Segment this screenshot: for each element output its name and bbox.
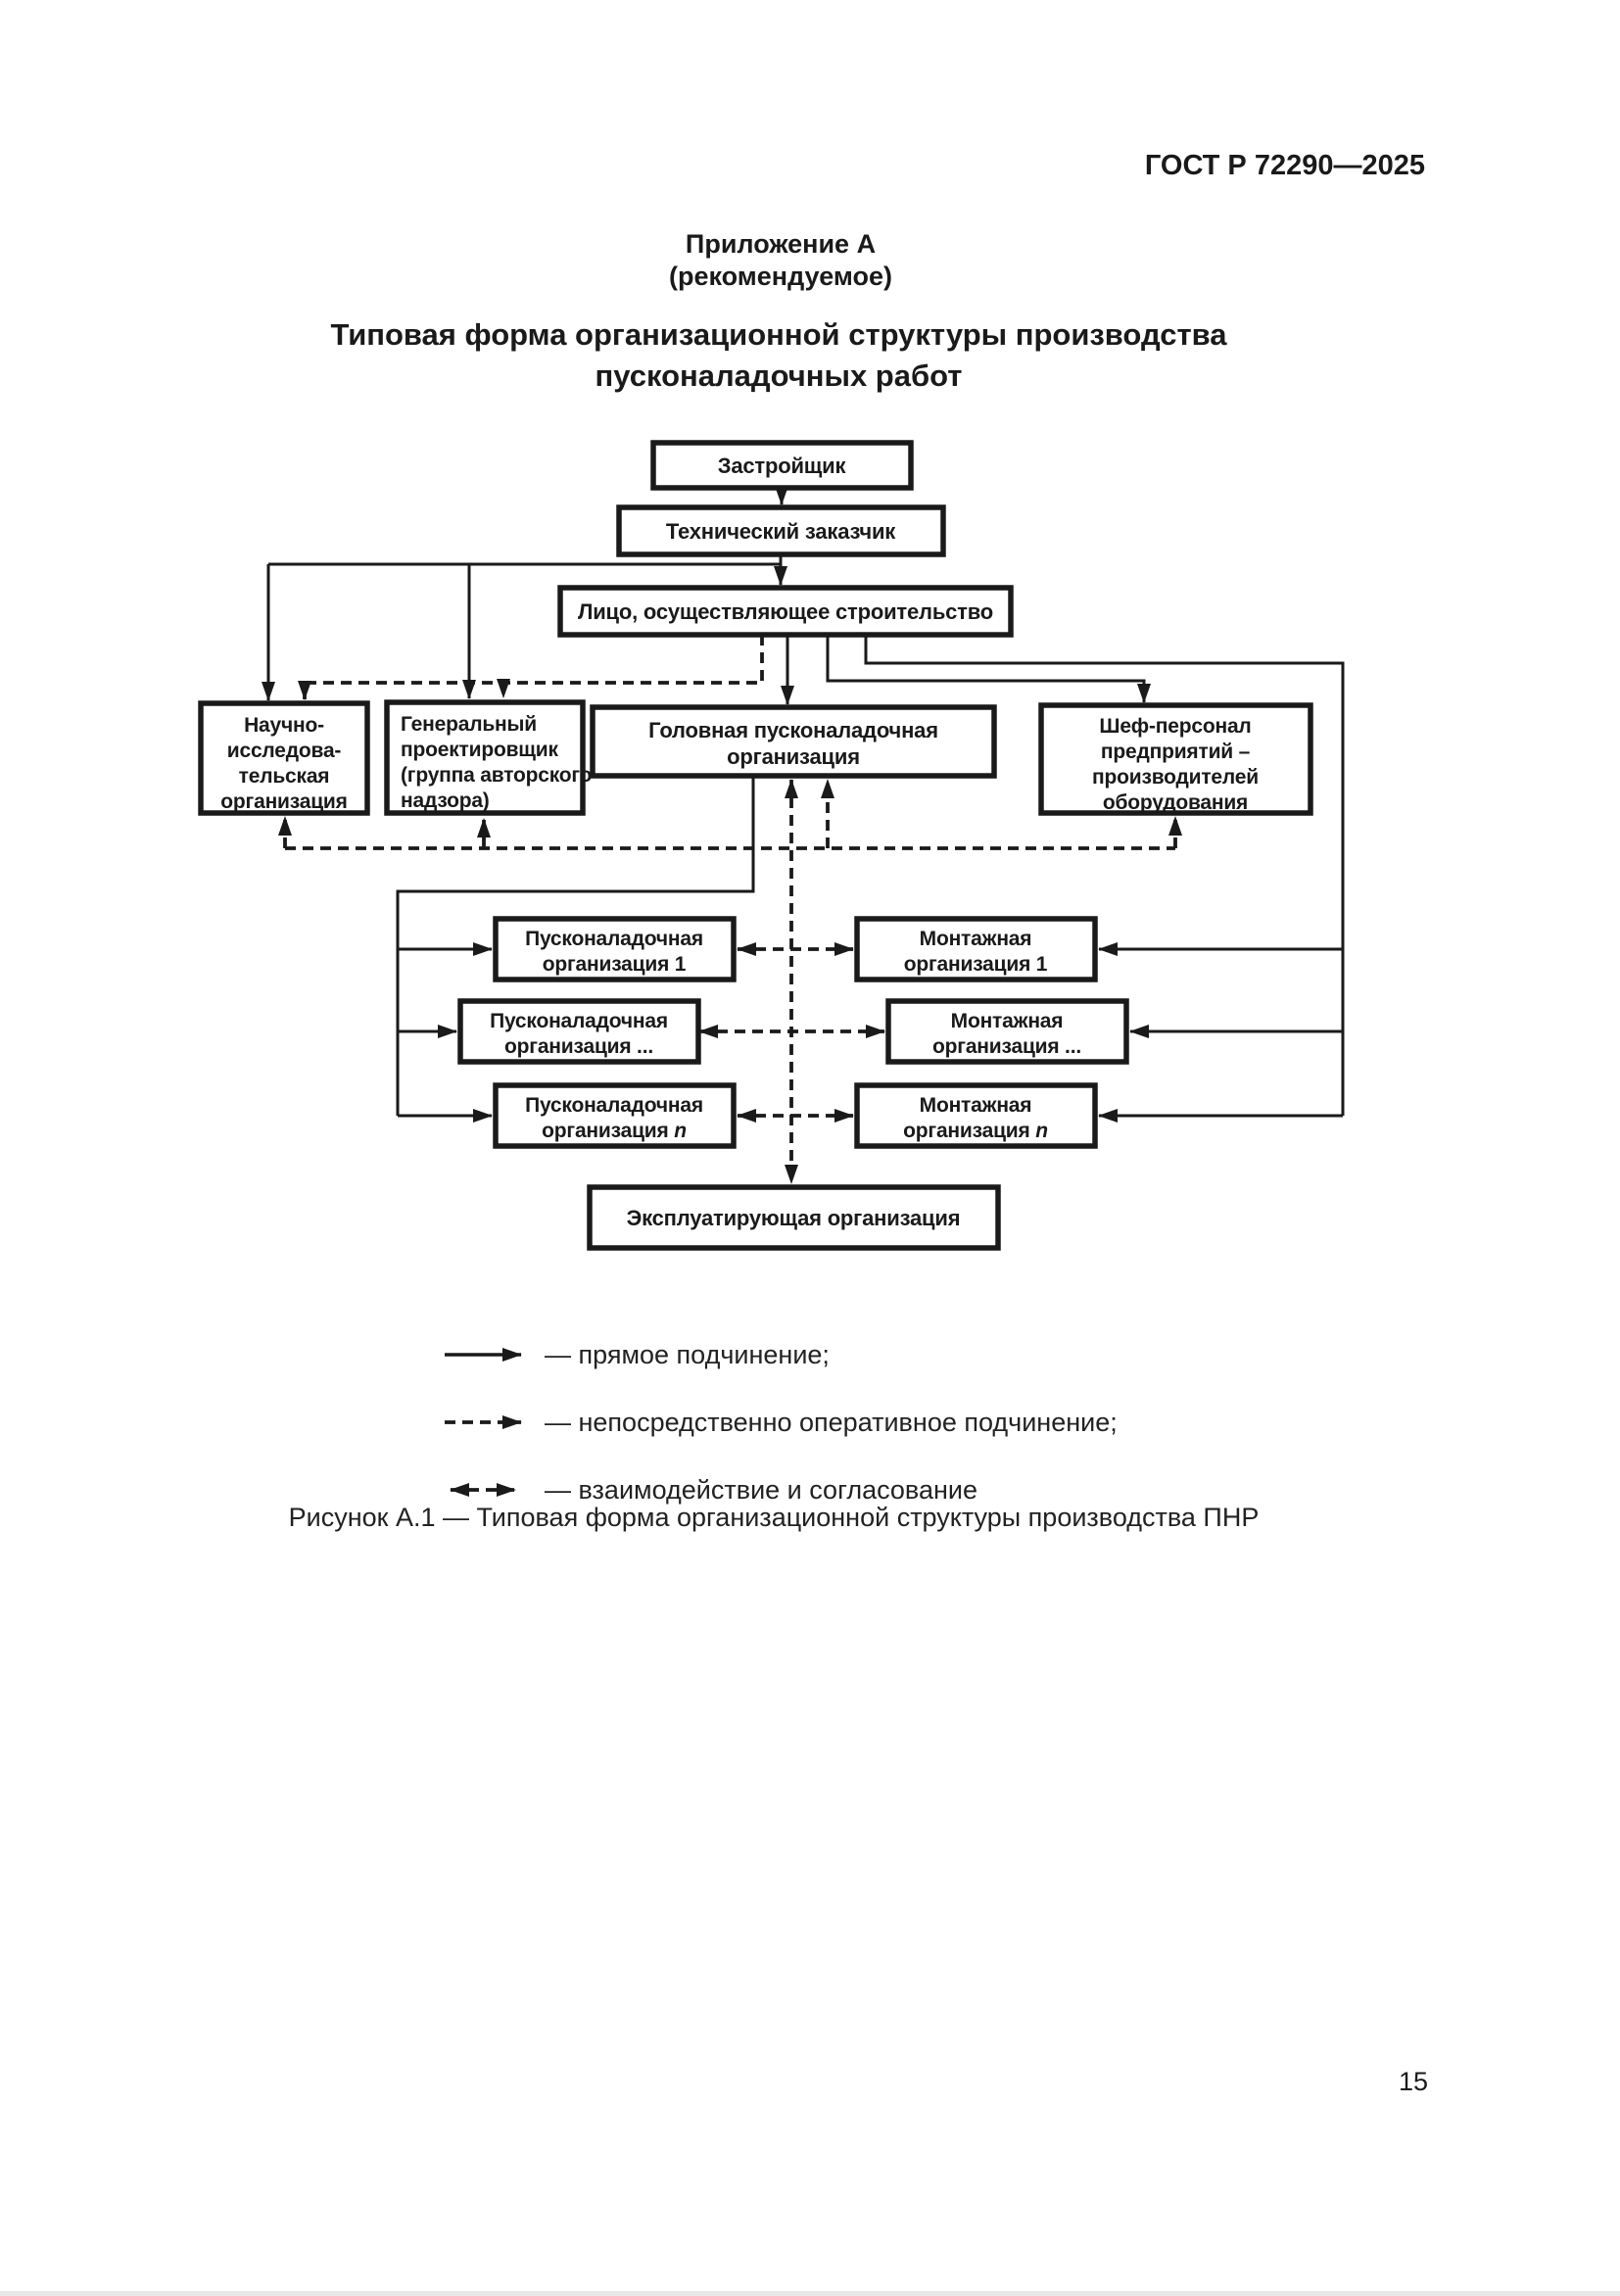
legend-item-direct: — прямое подчинение; xyxy=(445,1340,830,1369)
svg-text:предприятий –: предприятий – xyxy=(1101,741,1251,763)
legend-item-interaction-label: — взаимодействие и согласование xyxy=(545,1475,977,1505)
node-pno-1: Пусконаладочная организация 1 xyxy=(493,916,737,982)
legend-item-operational-label: — непосредственно оперативное подчинение… xyxy=(545,1408,1118,1437)
node-litso-stroitelstvo-box xyxy=(557,585,1014,638)
svg-text:Монтажная: Монтажная xyxy=(920,928,1032,950)
document-header: ГОСТ Р 72290—2025 xyxy=(1145,150,1425,181)
svg-text:Эксплуатирующая организация: Эксплуатирующая организация xyxy=(627,1206,961,1230)
edge-golov-left-trunk xyxy=(396,776,755,1116)
node-mont-n-box xyxy=(854,1082,1098,1149)
svg-text:организация n: организация n xyxy=(903,1120,1048,1142)
node-mont-1-box xyxy=(854,916,1098,982)
node-mont-n: Монтажная организация n xyxy=(854,1082,1098,1149)
legend: — прямое подчинение; — непосредственно о… xyxy=(445,1340,1118,1505)
node-litso-stroitelstvo: Лицо, осуществляющее строительство xyxy=(557,585,1014,638)
node-mont-dots-box xyxy=(885,998,1129,1065)
node-pno-dots: Пусконаладочная организация ... xyxy=(457,998,701,1065)
figure-caption: Рисунок А.1 — Типовая форма организацион… xyxy=(289,1503,1260,1532)
legend-item-direct-label: — прямое подчинение; xyxy=(545,1340,830,1369)
edge-litso-nii-operational xyxy=(298,635,764,700)
svg-text:организация 1: организация 1 xyxy=(904,953,1048,976)
node-shef-personal: Шеф-персонал предприятий – производителе… xyxy=(1038,702,1313,816)
svg-text:Головная пусконаладочная: Головная пусконаладочная xyxy=(648,718,938,742)
node-nii: Научно- исследова- тельская организация xyxy=(198,700,370,816)
node-ekspluatiruyushchaya: Эксплуатирующая организация xyxy=(587,1184,1001,1251)
node-mont-1: Монтажная организация 1 xyxy=(854,916,1098,982)
node-nii-box xyxy=(198,700,370,816)
svg-text:производителей: производителей xyxy=(1092,766,1259,789)
legend-item-interaction: — взаимодействие и согласование xyxy=(450,1475,977,1505)
node-zastroyshchik: Застройщик xyxy=(650,440,914,491)
svg-text:организация 1: организация 1 xyxy=(543,953,687,976)
svg-text:Генеральный: Генеральный xyxy=(401,713,537,736)
node-genproektirovshchik-box xyxy=(384,699,586,816)
edge-litso-shef xyxy=(826,635,1151,703)
svg-text:Шеф-персонал: Шеф-персонал xyxy=(1099,715,1251,738)
legend-item-operational: — непосредственно оперативное подчинение… xyxy=(445,1408,1118,1437)
node-zastroyshchik-label: Застройщик xyxy=(718,454,847,478)
svg-text:организация ...: организация ... xyxy=(932,1035,1081,1058)
svg-text:оборудования: оборудования xyxy=(1103,791,1248,814)
dashed-connectors xyxy=(278,635,1182,1184)
node-mont-dots: Монтажная организация ... xyxy=(885,998,1129,1065)
svg-text:организация: организация xyxy=(727,744,860,769)
svg-text:Монтажная: Монтажная xyxy=(951,1010,1064,1032)
node-shef-personal-box xyxy=(1038,702,1313,816)
node-golovnaya-pno-box xyxy=(590,704,997,779)
svg-text:Пусконаладочная: Пусконаладочная xyxy=(490,1010,668,1032)
edge-litso-right-trunk xyxy=(864,635,1345,1116)
svg-text:Пусконаладочная: Пусконаладочная xyxy=(525,1094,703,1117)
node-pno-n-box xyxy=(493,1082,737,1149)
page-number: 15 xyxy=(1399,2067,1428,2096)
node-pno-1-box xyxy=(493,916,737,982)
svg-text:тельская: тельская xyxy=(239,765,330,788)
figure-title-line1: Типовая форма организационной структуры … xyxy=(330,317,1227,352)
node-tekh-zakazchik-label: Технический заказчик xyxy=(666,519,896,544)
solid-connectors xyxy=(262,486,1345,1123)
svg-text:организация: организация xyxy=(220,790,347,813)
node-pno-n: Пусконаладочная организация n xyxy=(493,1082,737,1149)
node-litso-stroitelstvo-label: Лицо, осуществляющее строительство xyxy=(578,599,993,624)
node-zastroyshchik-box xyxy=(650,440,914,491)
figure-title-line2: пусконаладочных работ xyxy=(596,359,963,393)
node-pno-dots-box xyxy=(457,998,701,1065)
node-golovnaya-pno: Головная пусконаладочная организация xyxy=(590,704,997,779)
svg-text:исследова-: исследова- xyxy=(227,740,342,762)
svg-text:Пусконаладочная: Пусконаладочная xyxy=(525,928,703,950)
appendix-note: (рекомендуемое) xyxy=(669,262,892,291)
svg-text:организация ...: организация ... xyxy=(504,1035,653,1058)
svg-text:(группа авторского: (группа авторского xyxy=(401,764,592,787)
svg-text:организация n: организация n xyxy=(542,1120,687,1142)
node-ekspluatiruyushchaya-box xyxy=(587,1184,1001,1251)
svg-text:надзора): надзора) xyxy=(401,789,490,812)
node-tekh-zakazchik: Технический заказчик xyxy=(616,504,946,557)
svg-text:Монтажная: Монтажная xyxy=(920,1094,1032,1117)
node-genproektirovshchik: Генеральный проектировщик (группа авторс… xyxy=(384,699,592,816)
appendix-label: Приложение А xyxy=(686,229,876,259)
svg-text:проектировщик: проектировщик xyxy=(401,739,559,761)
node-tekh-zakazchik-box xyxy=(616,504,946,557)
svg-text:Научно-: Научно- xyxy=(244,714,324,737)
